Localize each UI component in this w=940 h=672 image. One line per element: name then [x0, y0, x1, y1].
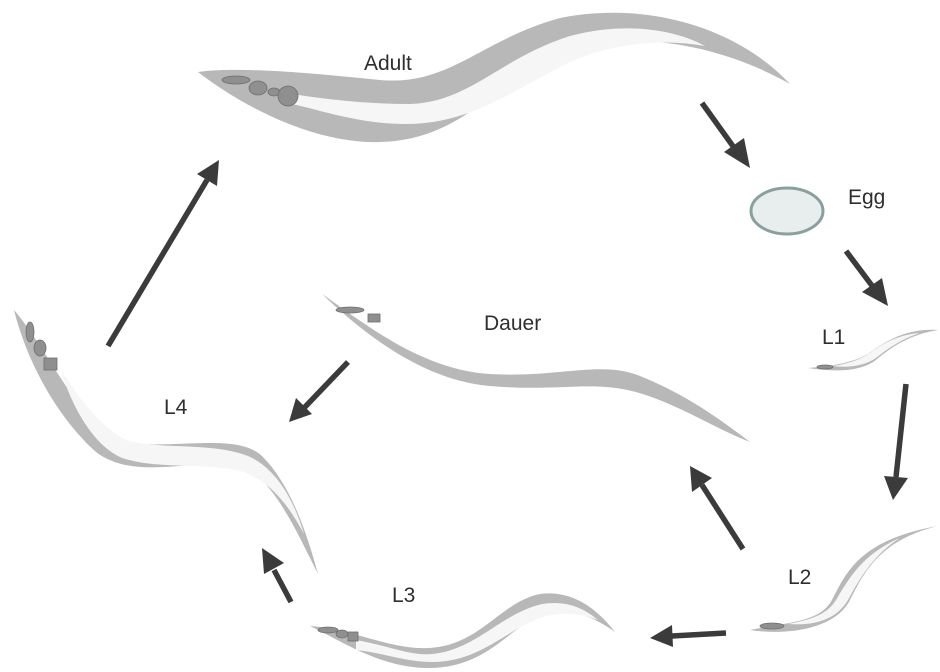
- l4-worm: [14, 310, 318, 574]
- dauer-label: Dauer: [484, 312, 541, 335]
- arrow-l1-to-l2: [884, 384, 908, 500]
- arrow-l3-to-l4: [262, 548, 291, 602]
- l2-worm: [750, 526, 938, 632]
- arrow-l4-to-adult: [108, 160, 219, 346]
- l3-label: L3: [392, 584, 415, 607]
- adult-label: Adult: [364, 52, 412, 75]
- adult-worm: [198, 13, 790, 142]
- arrow-adult-to-egg: [702, 103, 750, 168]
- arrow-l2-to-l3: [650, 625, 726, 647]
- arrow-l2-to-dauer: [690, 466, 743, 549]
- l1-label: L1: [822, 326, 845, 349]
- egg: [751, 188, 823, 234]
- l2-label: L2: [788, 566, 811, 589]
- l3-worm: [310, 593, 615, 668]
- arrow-egg-to-l1: [846, 251, 888, 306]
- l4-label: L4: [164, 396, 188, 419]
- arrow-dauer-to-l4: [289, 362, 348, 422]
- egg-label: Egg: [848, 186, 885, 209]
